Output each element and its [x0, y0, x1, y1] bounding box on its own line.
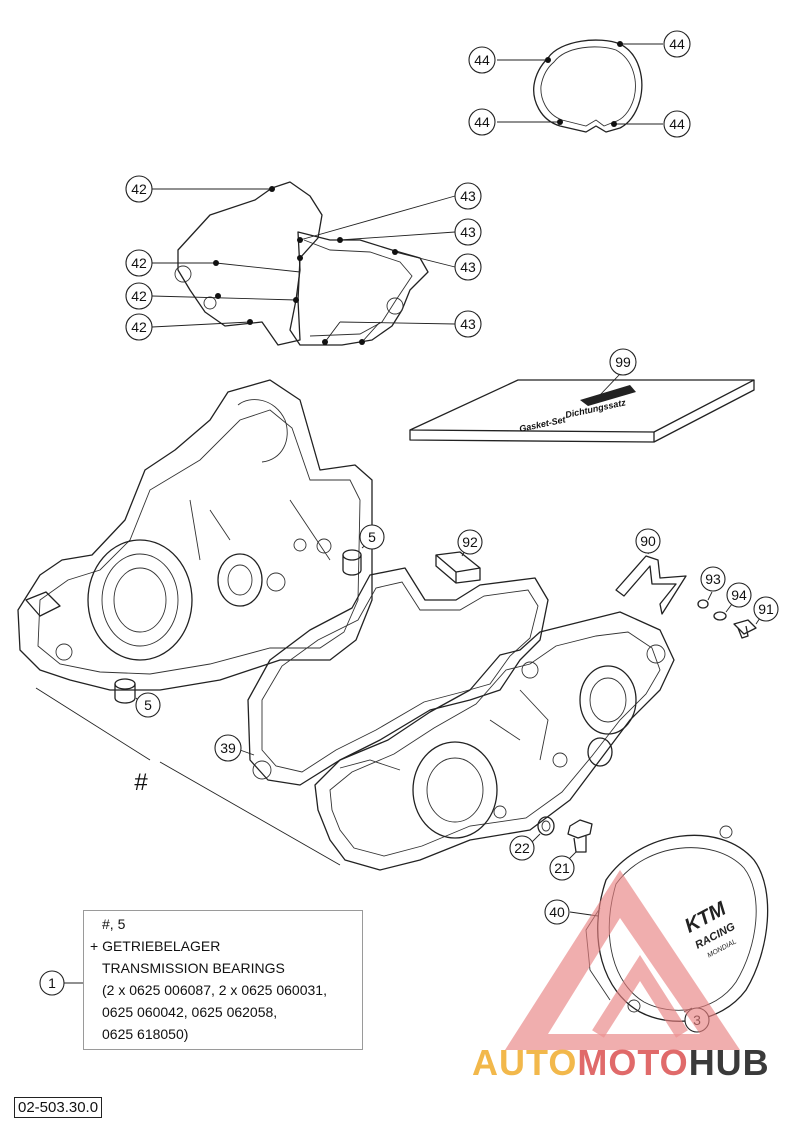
washer-94: [713, 603, 733, 621]
callout-40: 40: [544, 899, 570, 925]
svg-text:42: 42: [131, 319, 147, 335]
note-line-6: 0625 618050): [102, 1026, 189, 1042]
callout-lines-42-43: [151, 186, 456, 345]
svg-text:1: 1: [48, 975, 56, 991]
svg-text:44: 44: [669, 36, 685, 52]
callout-42-d: 42: [125, 313, 153, 341]
callout-91: 91: [753, 596, 779, 622]
svg-text:22: 22: [514, 840, 530, 856]
svg-text:44: 44: [474, 114, 490, 130]
svg-text:44: 44: [669, 116, 685, 132]
watermark-triangle: [505, 870, 740, 1050]
callout-44-bottom-left: 44: [468, 108, 496, 136]
shaft-seal-92: [435, 544, 481, 584]
callout-93: 93: [700, 566, 726, 592]
note-line-4: (2 x 0625 006087, 2 x 0625 060031,: [102, 982, 327, 998]
drain-plug-21: [567, 819, 593, 861]
washer-93: [697, 591, 713, 609]
bolt-91: [733, 617, 761, 639]
callout-22: 22: [509, 835, 535, 861]
svg-text:44: 44: [474, 52, 490, 68]
svg-text:42: 42: [131, 288, 147, 304]
crankcase-set-bracket: #: [35, 687, 341, 866]
hash-marker: #: [134, 769, 148, 796]
callout-21: 21: [549, 855, 575, 881]
note-line-3: TRANSMISSION BEARINGS: [102, 960, 285, 976]
callout-43-c: 43: [454, 253, 482, 281]
callout-92: 92: [457, 529, 483, 555]
callout-44-top-left: 44: [468, 46, 496, 74]
svg-text:39: 39: [220, 740, 236, 756]
svg-text:43: 43: [460, 316, 476, 332]
svg-text:5: 5: [144, 697, 152, 713]
svg-text:43: 43: [460, 188, 476, 204]
callout-94: 94: [726, 582, 752, 608]
callout-90: 90: [635, 528, 661, 554]
watermark-part-1: AUTO: [472, 1042, 578, 1083]
note-line-2: + GETRIEBELAGER: [90, 938, 221, 954]
callout-42-b: 42: [125, 249, 153, 277]
note-box: #, 5 + GETRIEBELAGER TRANSMISSION BEARIN…: [83, 910, 363, 1050]
callout-lines-44: [497, 41, 663, 127]
svg-text:93: 93: [705, 571, 721, 587]
svg-text:43: 43: [460, 224, 476, 240]
watermark-part-3: HUB: [688, 1042, 770, 1083]
document-number: 02-503.30.0: [14, 1097, 103, 1118]
svg-text:43: 43: [460, 259, 476, 275]
callout-44-bottom-right: 44: [663, 110, 691, 138]
note-line-5: 0625 060042, 0625 062058,: [102, 1004, 278, 1020]
seal-ring-22: [531, 816, 555, 843]
svg-text:5: 5: [368, 529, 376, 545]
svg-text:40: 40: [549, 904, 565, 920]
watermark-part-2: MOTO: [577, 1042, 689, 1083]
callout-5-upper: 5: [359, 524, 385, 550]
bearing-5-lower: [114, 678, 141, 704]
note-line-1: #, 5: [102, 916, 126, 932]
svg-text:42: 42: [131, 255, 147, 271]
svg-text:21: 21: [554, 860, 570, 876]
watermark-brand: AUTOMOTOHUB: [472, 1042, 770, 1084]
svg-text:42: 42: [131, 181, 147, 197]
svg-text:99: 99: [615, 354, 631, 370]
center-gasket: [239, 567, 549, 786]
callout-43-b: 43: [454, 218, 482, 246]
crankcase-gasket-set: [174, 181, 429, 346]
callout-5-lower: 5: [135, 692, 161, 718]
bracket-90: [615, 549, 687, 615]
svg-text:94: 94: [731, 587, 747, 603]
svg-text:90: 90: [640, 533, 656, 549]
svg-text:91: 91: [758, 601, 774, 617]
callout-43-d: 43: [454, 310, 482, 338]
callout-44-top-right: 44: [663, 30, 691, 58]
callout-42-c: 42: [125, 282, 153, 310]
left-crankcase-half: [17, 379, 373, 691]
callout-43-a: 43: [454, 182, 482, 210]
callout-1: 1: [39, 970, 83, 996]
callout-39: 39: [214, 734, 242, 762]
callout-99: 99: [609, 348, 637, 376]
right-crankcase-half: [314, 611, 675, 871]
gasket-set-packet: Dichtungssatz Gasket-Set: [409, 373, 755, 443]
callout-42-a: 42: [125, 175, 153, 203]
ignition-cover-gasket: [533, 39, 643, 133]
svg-text:92: 92: [462, 534, 478, 550]
